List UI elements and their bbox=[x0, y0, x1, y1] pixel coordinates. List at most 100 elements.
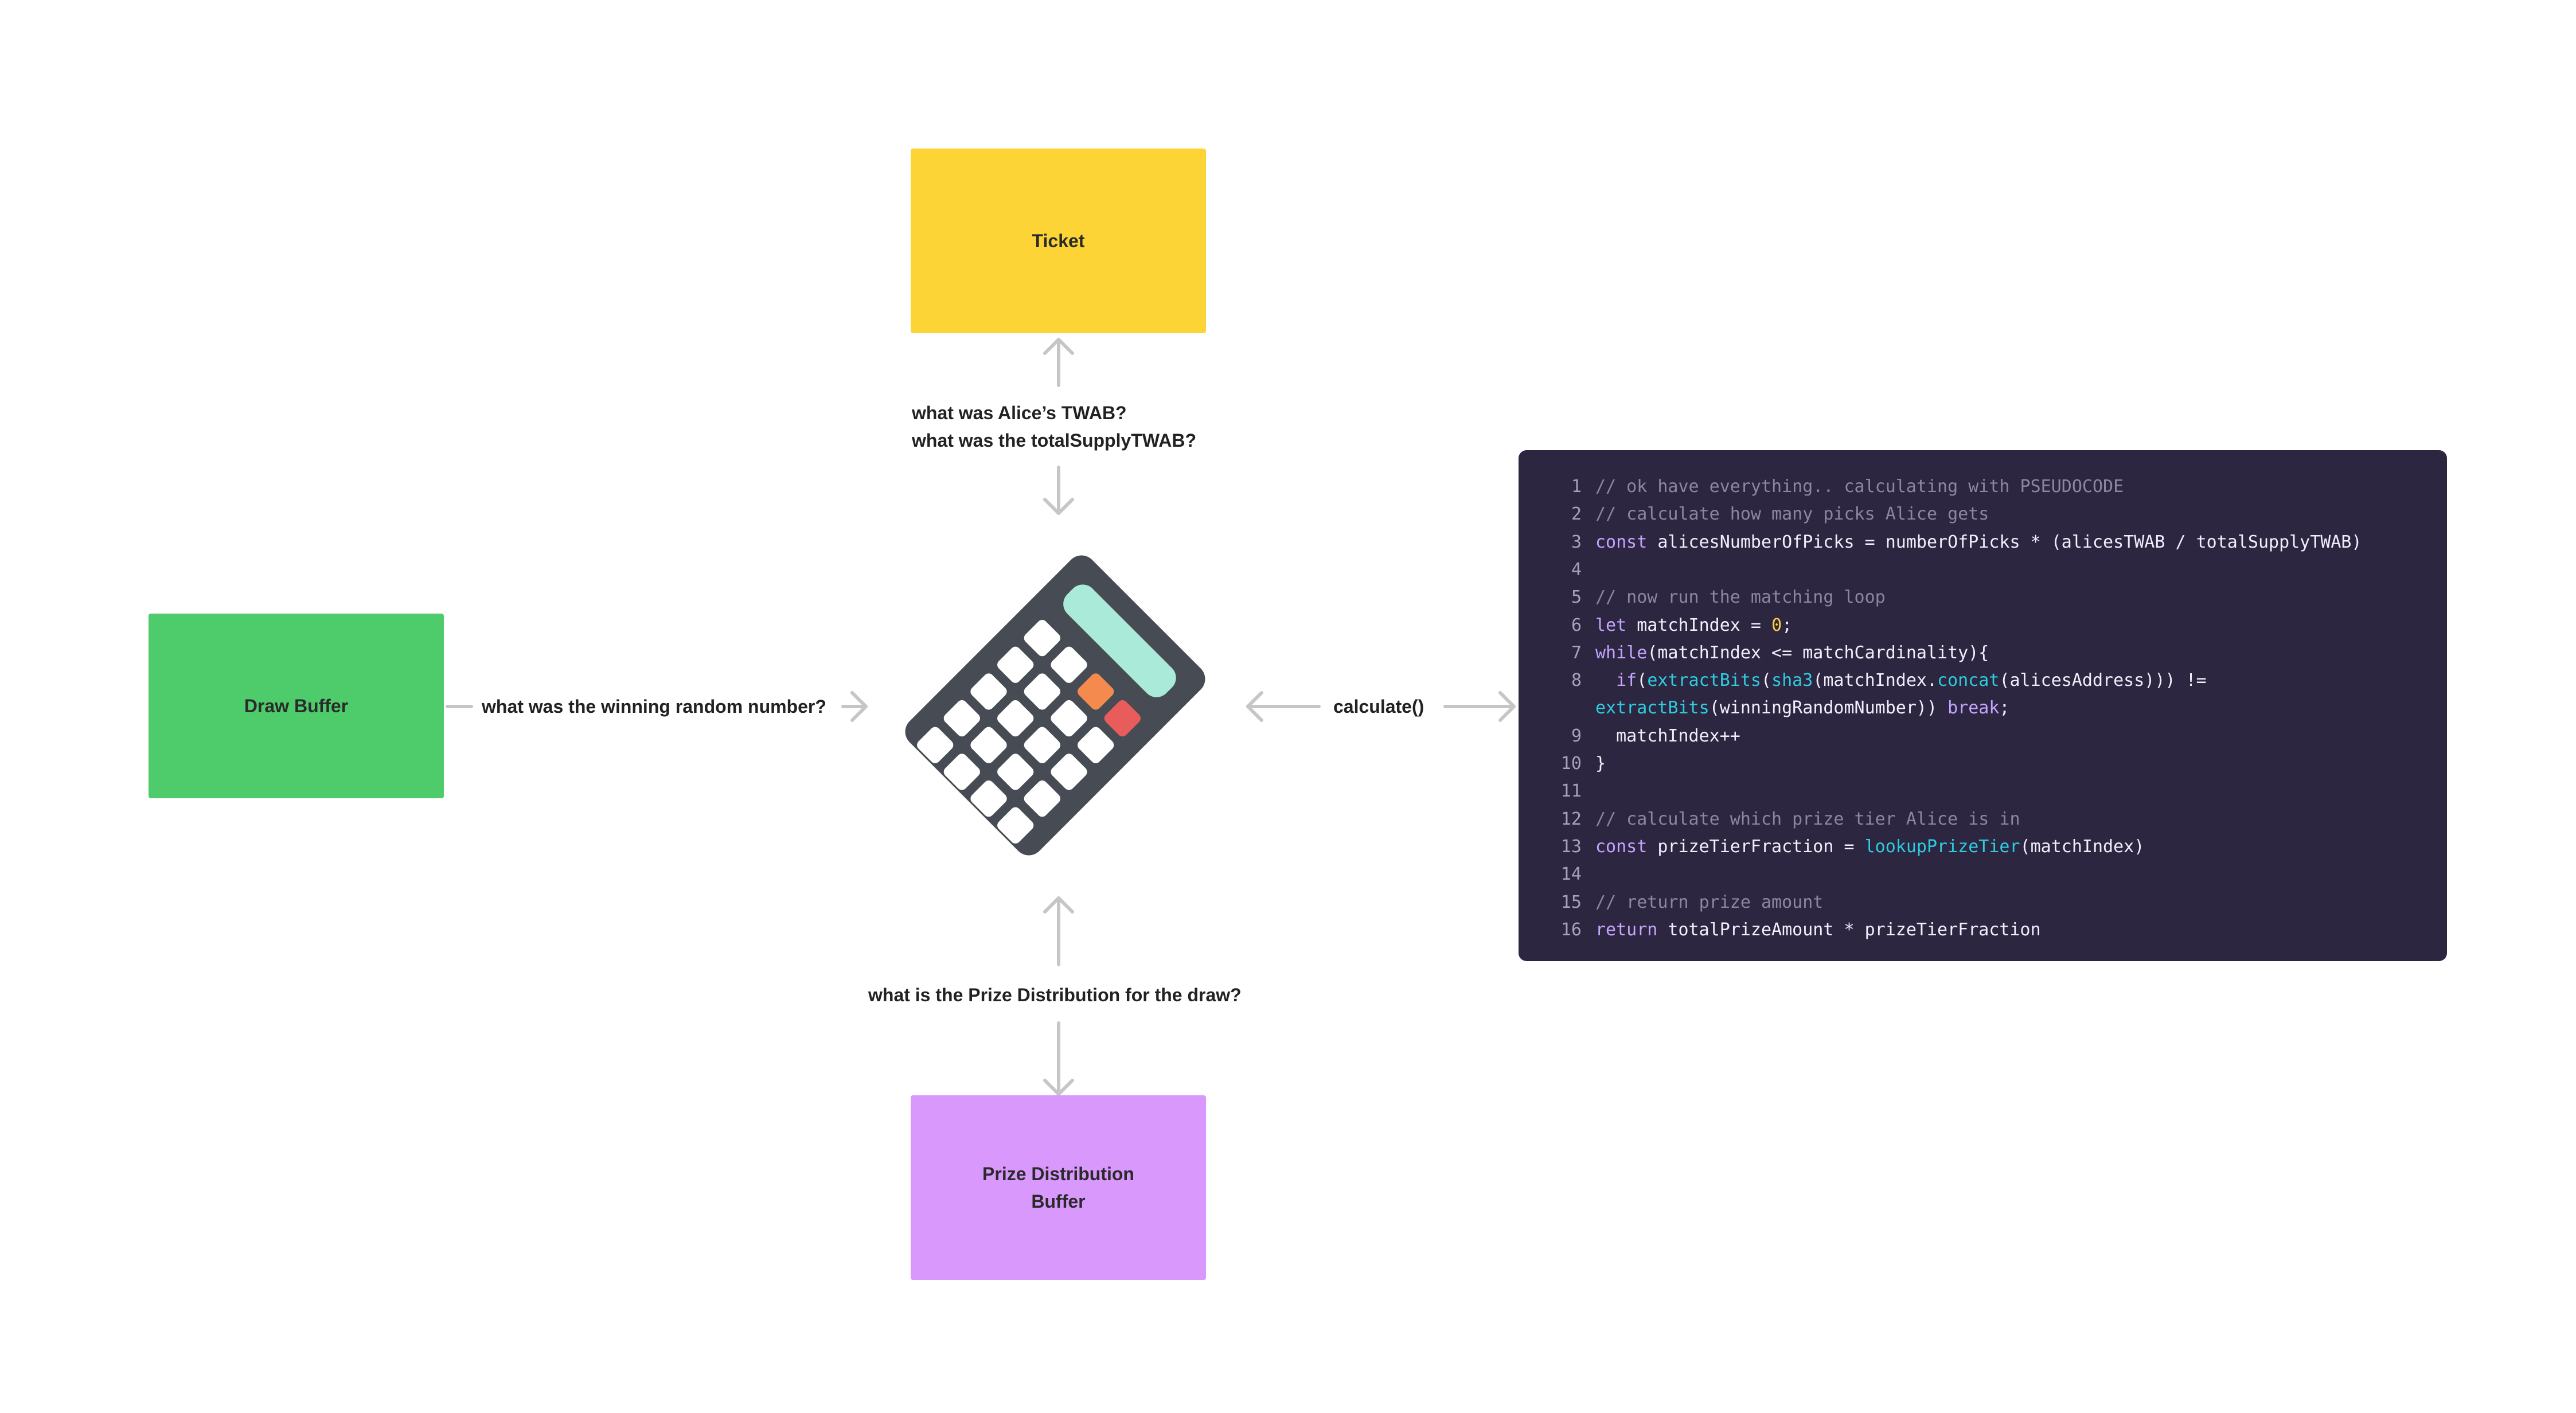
prize-distribution-buffer-box: Prize Distribution Buffer bbox=[911, 1095, 1206, 1280]
code-token-plain: ; bbox=[1782, 615, 1793, 635]
ticket-question: what was Alice’s TWAB? what was the tota… bbox=[912, 399, 1196, 454]
ticket-question-line1: what was Alice’s TWAB? bbox=[912, 403, 1127, 423]
code-line-text: const alicesNumberOfPicks = numberOfPick… bbox=[1595, 529, 2362, 556]
code-line-number: 12 bbox=[1560, 809, 1582, 829]
code-line-number: 4 bbox=[1571, 559, 1582, 580]
code-token-plain: (alicesAddress))) != bbox=[1999, 670, 2207, 691]
code-line-number: 7 bbox=[1571, 642, 1582, 663]
arrow-prize-to-calculator bbox=[1043, 896, 1074, 966]
code-token-func: sha3 bbox=[1771, 670, 1813, 691]
code-token-plain: (matchIndex. bbox=[1813, 670, 1938, 691]
calculator-key-red bbox=[1104, 700, 1141, 737]
code-token-plain: ; bbox=[1999, 698, 2010, 719]
calculator-key bbox=[997, 754, 1034, 790]
code-token-plain: ( bbox=[1637, 670, 1648, 691]
code-token-plain: matchIndex++ bbox=[1595, 725, 1740, 746]
code-line-text: const prizeTierFraction = lookupPrizeTie… bbox=[1595, 833, 2144, 861]
code-token-plain: totalPrizeAmount * prizeTierFraction bbox=[1657, 919, 2041, 940]
calculator-key bbox=[997, 807, 1034, 844]
calculator-key bbox=[970, 673, 1007, 710]
ticket-label: Ticket bbox=[1032, 231, 1085, 251]
code-line-number: 11 bbox=[1560, 781, 1582, 802]
code-line-number: 8 bbox=[1571, 670, 1582, 691]
code-token-plain: } bbox=[1595, 754, 1606, 774]
calculator-key bbox=[943, 754, 980, 790]
code-line-number: 16 bbox=[1560, 919, 1582, 940]
calculator-key bbox=[970, 780, 1007, 817]
calculator-body bbox=[905, 555, 1205, 856]
code-token-func: lookupPrizeTier bbox=[1864, 836, 2020, 857]
code-token-func: concat bbox=[1937, 670, 2000, 691]
calculator-icon bbox=[905, 555, 1205, 856]
calculate-label: calculate() bbox=[1333, 696, 1424, 717]
calculator-display bbox=[1063, 584, 1176, 697]
code-token-func: extractBits bbox=[1647, 670, 1761, 691]
code-line-number: 14 bbox=[1560, 864, 1582, 885]
calculator-key bbox=[1051, 754, 1087, 790]
prize-question: what is the Prize Distribution for the d… bbox=[868, 985, 1242, 1005]
code-line-text: if(extractBits(sha3(matchIndex.concat(al… bbox=[1595, 667, 2207, 694]
draw-buffer-label: Draw Buffer bbox=[244, 696, 349, 716]
code-token-plain: (winningRandomNumber)) bbox=[1709, 698, 1948, 719]
draw-question: what was the winning random number? bbox=[482, 696, 826, 717]
arrow-to-prize-distribution-buffer bbox=[1043, 1021, 1074, 1096]
calculator-key bbox=[1024, 619, 1060, 657]
arrow-to-calculator-from-ticket bbox=[1043, 466, 1074, 515]
code-token-keyword: return bbox=[1595, 919, 1658, 940]
calculator-key-orange bbox=[1078, 673, 1114, 710]
calculator-key bbox=[1024, 727, 1060, 763]
code-token-keyword: let bbox=[1595, 615, 1627, 635]
code-line-text: return totalPrizeAmount * prizeTierFract… bbox=[1595, 916, 2041, 944]
code-line-text: } bbox=[1595, 750, 1606, 778]
calculator-key bbox=[1078, 727, 1114, 763]
code-token-keyword: const bbox=[1595, 532, 1648, 552]
code-token-plain: ( bbox=[1761, 670, 1772, 691]
code-line-number: 9 bbox=[1571, 725, 1582, 746]
code-line-text: // now run the matching loop bbox=[1595, 584, 1886, 611]
code-token-func: extractBits bbox=[1595, 698, 1709, 719]
code-line-number: 6 bbox=[1571, 615, 1582, 635]
code-line-text: // ok have everything.. calculating with… bbox=[1595, 473, 2124, 501]
code-line-text: extractBits(winningRandomNumber)) break; bbox=[1595, 694, 2009, 722]
code-line-number: 15 bbox=[1560, 892, 1582, 912]
code-line-number: 5 bbox=[1571, 587, 1582, 608]
code-line-text: matchIndex++ bbox=[1595, 723, 1740, 750]
calculator-key bbox=[1051, 700, 1087, 737]
code-panel: 1 // ok have everything.. calculating wit… bbox=[1519, 450, 2447, 961]
code-line-text: let matchIndex = 0; bbox=[1595, 612, 1792, 639]
code-line-text: // return prize amount bbox=[1595, 889, 1823, 916]
calculator-key bbox=[1024, 673, 1060, 710]
code-token-keyword: const bbox=[1595, 836, 1648, 857]
code-token-plain: (matchIndex <= matchCardinality){ bbox=[1647, 642, 1989, 663]
prize-distribution-buffer-label-line1: Prize Distribution bbox=[982, 1164, 1134, 1184]
code-token-keyword: while bbox=[1595, 642, 1648, 663]
code-line-number: 13 bbox=[1560, 836, 1582, 857]
code-token-comment: // calculate which prize tier Alice is i… bbox=[1595, 809, 2020, 829]
code-line-text: // calculate which prize tier Alice is i… bbox=[1595, 806, 2020, 833]
calculator-key bbox=[1051, 646, 1087, 683]
code-token-plain: alicesNumberOfPicks = numberOfPicks * (a… bbox=[1647, 532, 2362, 552]
code-token-comment: // calculate how many picks Alice gets bbox=[1595, 504, 1989, 525]
code-token-comment: // ok have everything.. calculating with… bbox=[1595, 477, 2124, 497]
code-line-number: 1 bbox=[1571, 477, 1582, 497]
calculator-keys bbox=[917, 619, 1141, 844]
code-token-comment: // now run the matching loop bbox=[1595, 587, 1886, 608]
draw-buffer-box: Draw Buffer bbox=[149, 614, 444, 798]
prize-distribution-buffer-label-line2: Buffer bbox=[1031, 1191, 1086, 1212]
ticket-question-line2: what was the totalSupplyTWAB? bbox=[912, 430, 1197, 451]
calculator-key bbox=[997, 700, 1034, 737]
calculator-key bbox=[917, 727, 954, 763]
code-token-plain: matchIndex = bbox=[1626, 615, 1772, 635]
arrow-calculate-to-calculator bbox=[1246, 691, 1321, 722]
arrow-to-ticket bbox=[1043, 338, 1074, 387]
code-line-number: 3 bbox=[1571, 532, 1582, 552]
calculator-key bbox=[997, 646, 1034, 683]
code-token-comment: // return prize amount bbox=[1595, 892, 1824, 912]
arrow-calculate-to-code bbox=[1443, 691, 1516, 722]
arrow-draw-buffer-to-calculator bbox=[446, 691, 868, 722]
code-line-text: while(matchIndex <= matchCardinality){ bbox=[1595, 639, 1989, 667]
code-line-number: 10 bbox=[1560, 754, 1582, 774]
code-token-plain: (matchIndex) bbox=[2020, 836, 2145, 857]
calculator-key bbox=[970, 727, 1007, 763]
